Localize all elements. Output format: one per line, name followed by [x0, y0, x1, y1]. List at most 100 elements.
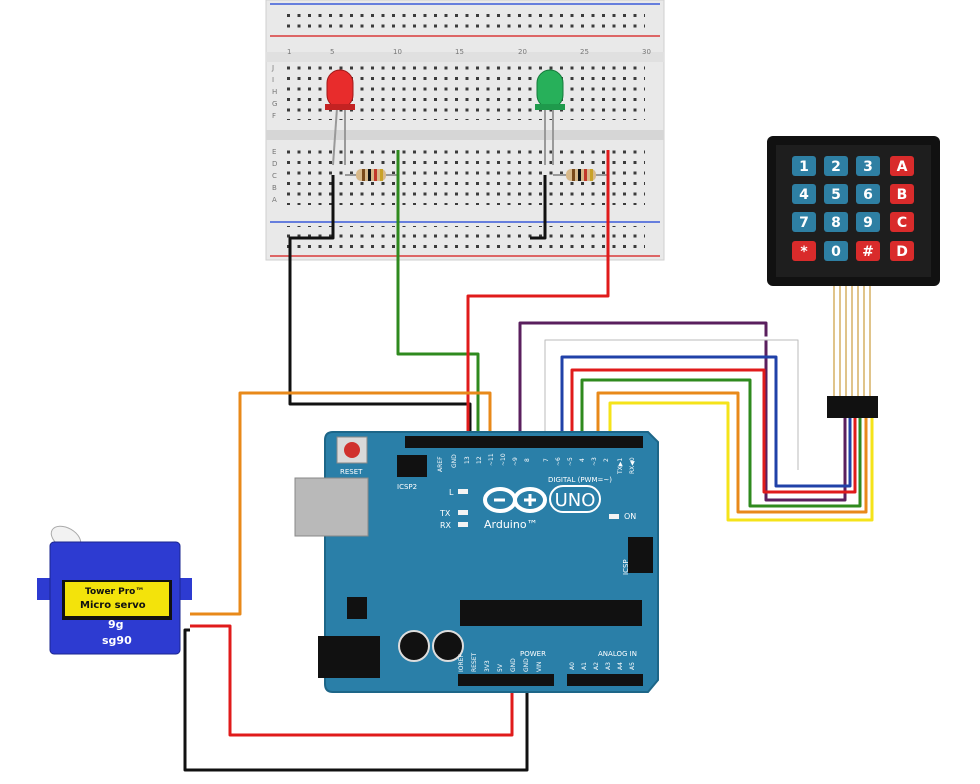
svg-text:A3: A3	[605, 662, 612, 670]
power-pin-labels: IOREF RESET 3V3 5V GND GND VIN	[458, 652, 543, 672]
icsp2-header	[397, 455, 427, 477]
wires	[183, 150, 874, 772]
svg-text:TX▶1: TX▶1	[617, 458, 624, 475]
analog-label: ANALOG IN	[598, 650, 637, 658]
key-2[interactable]	[824, 156, 848, 176]
key-4[interactable]	[792, 184, 816, 204]
key-3[interactable]	[856, 156, 880, 176]
key-a-label: A	[897, 159, 908, 175]
svg-text:A0: A0	[569, 662, 576, 670]
key-hash[interactable]	[856, 241, 880, 261]
capacitor-2	[432, 630, 464, 662]
key-a[interactable]	[890, 156, 914, 176]
on-label: ON	[624, 512, 636, 521]
servo-brand: Tower Pro™	[85, 587, 144, 597]
svg-text:A1: A1	[581, 662, 588, 670]
svg-text:30: 30	[642, 48, 651, 56]
servo-line1: Micro servo	[80, 600, 146, 611]
key-0[interactable]	[824, 241, 848, 261]
tx-label: TX	[439, 509, 451, 518]
rx-label: RX	[440, 521, 452, 530]
key-b-label: B	[897, 187, 908, 203]
key-star[interactable]	[792, 241, 816, 261]
svg-text:I: I	[272, 76, 274, 84]
key-8-label: 8	[831, 215, 841, 231]
svg-text:2: 2	[603, 458, 610, 462]
digital-pin-labels: AREF GND 13 12 ~11 ~10 ~9 8 7 ~6 ~5 4 ~3…	[437, 453, 636, 475]
svg-text:5: 5	[330, 48, 334, 56]
power-jack	[318, 636, 380, 678]
analog-header	[567, 674, 643, 686]
l-led-label: L	[449, 488, 454, 497]
svg-text:RX◀0: RX◀0	[629, 457, 636, 474]
on-led	[609, 514, 619, 519]
key-4-label: 4	[799, 187, 809, 203]
svg-text:A5: A5	[629, 662, 636, 670]
rx-led	[458, 522, 468, 527]
svg-text:1: 1	[287, 48, 291, 56]
uno-badge	[549, 485, 601, 513]
svg-text:D: D	[272, 160, 277, 168]
svg-text:H: H	[272, 88, 277, 96]
microcontroller-chip	[460, 600, 642, 626]
usb-connector	[294, 477, 369, 537]
power-header	[458, 674, 554, 686]
icsp-header	[628, 537, 653, 573]
yellow-wire-keypad	[608, 401, 874, 522]
servo-line2: 9g	[108, 618, 124, 631]
key-7-label: 7	[799, 215, 809, 231]
svg-text:~9: ~9	[512, 457, 519, 466]
reset-label: RESET	[340, 468, 363, 476]
breadboard-labels: J I H G F E D C B A 1 5 10 15 20 25 30	[271, 48, 651, 204]
key-9[interactable]	[856, 212, 880, 232]
key-7[interactable]	[792, 212, 816, 232]
analog-pin-labels: A0 A1 A2 A3 A4 A5	[569, 662, 636, 670]
key-b[interactable]	[890, 184, 914, 204]
reset-button-cap[interactable]	[344, 442, 360, 458]
svg-text:GND: GND	[523, 658, 530, 672]
svg-text:10: 10	[393, 48, 402, 56]
red-wire-led2	[466, 150, 610, 440]
svg-text:J: J	[271, 64, 274, 72]
svg-text:RESET: RESET	[471, 652, 478, 672]
red-wire-keypad	[570, 368, 857, 494]
black-wire-servo	[183, 628, 529, 772]
key-star-label: *	[800, 244, 808, 260]
svg-text:C: C	[272, 172, 277, 180]
svg-text:VIN: VIN	[536, 662, 543, 672]
key-9-label: 9	[863, 215, 873, 231]
servo-motor: Tower Pro™ Micro servo 9g sg90	[37, 525, 192, 655]
l-led	[458, 489, 468, 494]
key-6[interactable]	[856, 184, 880, 204]
voltage-regulator	[347, 597, 367, 619]
orange-wire-servo	[190, 391, 492, 616]
arduino-brand-label: Arduino™	[484, 518, 538, 531]
svg-text:15: 15	[455, 48, 464, 56]
breadboard: J I H G F E D C B A 1 5 10 15 20 25 30	[265, 0, 665, 261]
red-wire-servo	[190, 624, 514, 737]
key-1-label: 1	[799, 159, 809, 175]
grey-wire	[544, 339, 799, 470]
servo-model: sg90	[102, 634, 132, 647]
svg-text:25: 25	[580, 48, 589, 56]
arduino-logo	[483, 487, 547, 513]
key-8[interactable]	[824, 212, 848, 232]
green-wire-keypad	[580, 378, 862, 508]
key-d[interactable]	[890, 241, 914, 261]
key-c[interactable]	[890, 212, 914, 232]
icsp2-label: ICSP2	[397, 483, 417, 491]
svg-text:4: 4	[579, 458, 586, 462]
svg-text:7: 7	[543, 458, 550, 462]
svg-text:3V3: 3V3	[484, 660, 491, 672]
green-led	[535, 69, 565, 165]
black-wire-gnd	[288, 175, 472, 440]
membrane-keypad: 1 2 3 A 4 5 6 B 7 8 9 C * 0	[767, 136, 940, 418]
svg-text:~11: ~11	[488, 453, 495, 466]
svg-text:G: G	[272, 100, 277, 108]
key-1[interactable]	[792, 156, 816, 176]
svg-text:B: B	[272, 184, 277, 192]
svg-text:GND: GND	[451, 454, 458, 468]
svg-text:13: 13	[464, 456, 471, 464]
key-5[interactable]	[824, 184, 848, 204]
